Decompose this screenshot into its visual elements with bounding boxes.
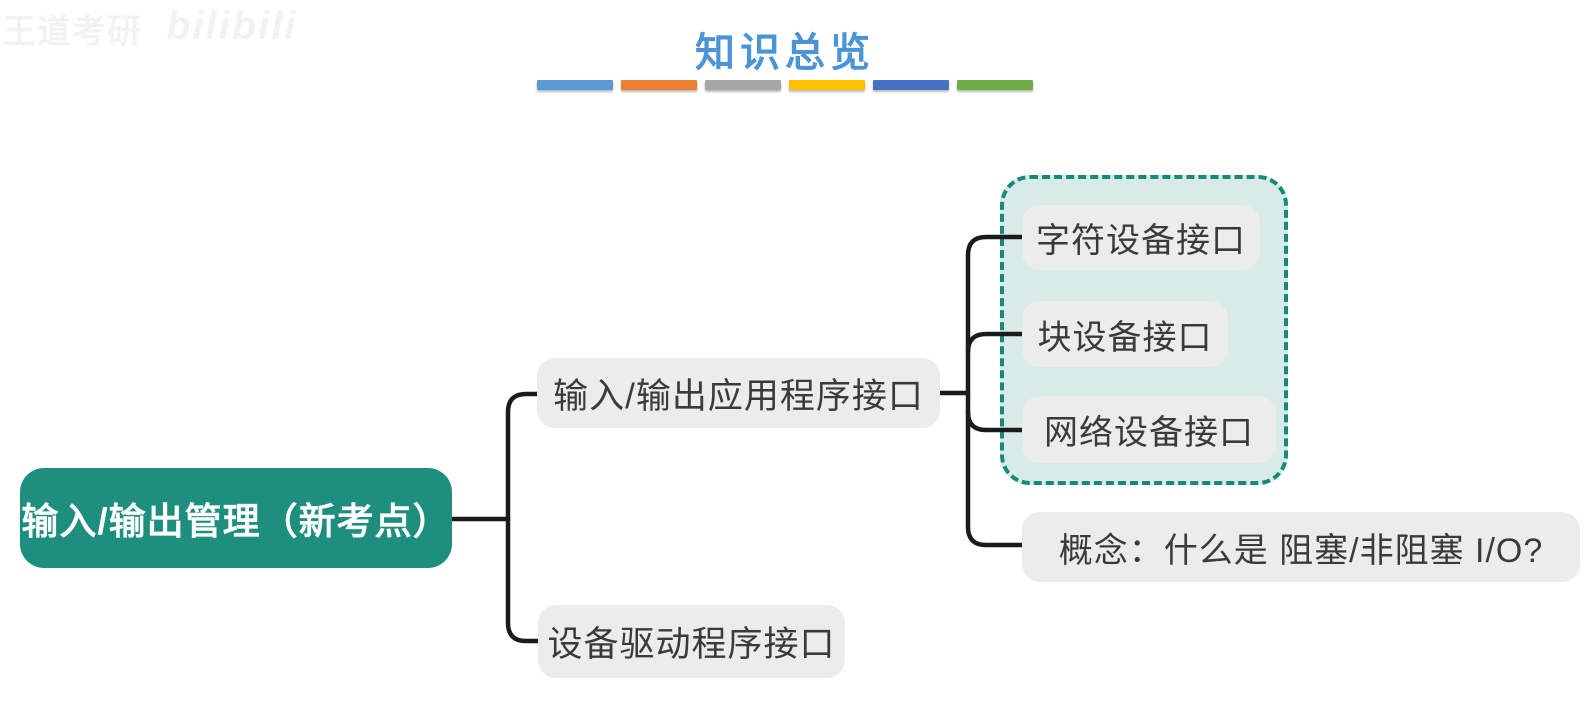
branch-node-driver-api[interactable]: 设备驱动程序接口: [538, 605, 845, 678]
underline-bar-darkblue: [873, 80, 949, 90]
wangdao-logo: 王道考研: [2, 13, 142, 51]
concept-node-blocking-io[interactable]: 概念：什么是 阻塞/非阻塞 I/O?: [1022, 512, 1580, 582]
child-node-char-device[interactable]: 字符设备接口: [1022, 205, 1260, 270]
bilibili-logo: bilibili: [166, 4, 298, 48]
underline-bar-green: [957, 80, 1033, 90]
underline-bar-orange: [621, 80, 697, 90]
underline-bar-blue: [537, 80, 613, 90]
child-node-network-device[interactable]: 网络设备接口: [1022, 396, 1276, 463]
underline-bar-gray: [705, 80, 781, 90]
child-node-block-device[interactable]: 块设备接口: [1022, 301, 1228, 367]
watermark: 王道考研 bilibili: [2, 4, 298, 53]
page-title: 知识总览: [695, 29, 875, 76]
underline-bar-yellow: [789, 80, 865, 90]
root-bracket-line: [505, 391, 543, 644]
root-node[interactable]: 输入/输出管理（新考点）: [20, 468, 452, 568]
title-underline-bars: [537, 80, 1033, 90]
branch-node-io-api[interactable]: 输入/输出应用程序接口: [537, 358, 940, 428]
